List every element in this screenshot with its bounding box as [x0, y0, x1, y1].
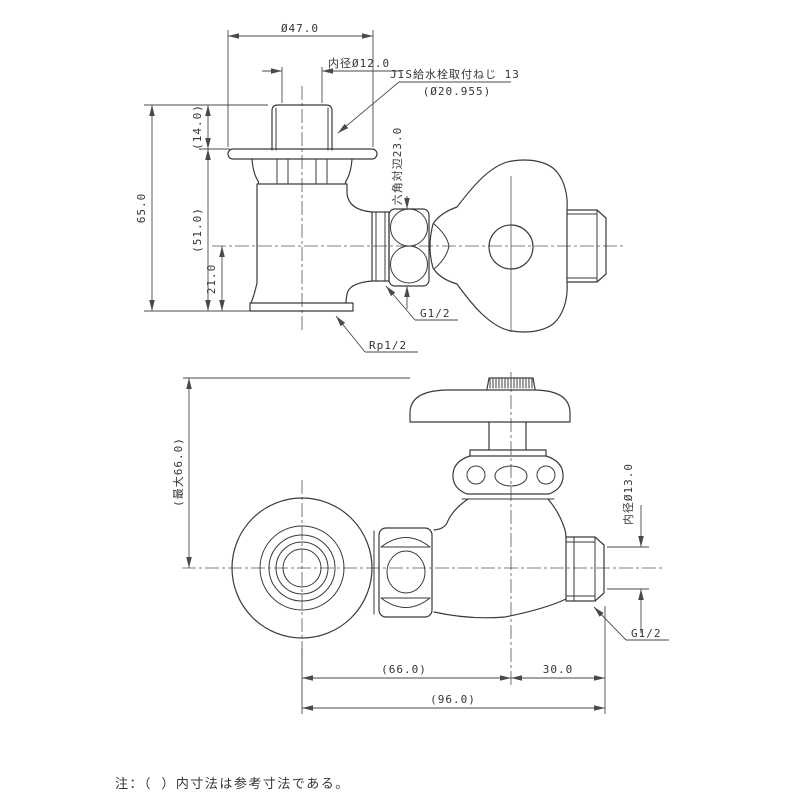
body-upper-left-curve — [433, 498, 469, 531]
spout-thread-outline — [566, 209, 607, 283]
flange-ribs — [276, 158, 328, 184]
front-view-drawing: Ø47.0 内径Ø12.0 JIS給水栓取付ねじ 13 (Ø20.955) 65… — [135, 22, 626, 353]
label-outlet-thread: G1/2 — [631, 627, 662, 640]
outlet-thread-leader — [593, 606, 627, 641]
wing-handle-outline — [429, 159, 568, 333]
dim-body-height: (51.0) — [191, 207, 204, 253]
outlet-thread-detail — [565, 536, 596, 602]
base-flange — [249, 302, 354, 312]
top-boss-outline — [271, 104, 333, 151]
body-bottom-curve — [433, 598, 567, 619]
base-thread-leader — [335, 315, 366, 353]
dim-center-to-stem: (66.0) — [381, 663, 427, 676]
top-boss-thread-lines — [275, 107, 329, 151]
outlet-thread-outline — [565, 536, 605, 602]
wall-flange-disc — [231, 497, 373, 639]
dim-boss-height: (14.0) — [191, 104, 204, 150]
side-view-drawing: (最大66.0) 内径Ø13.0 G1/2 (66.0) 30.0 (96.0) — [171, 372, 669, 714]
bonnet-flange — [469, 449, 547, 457]
union-nut-arc-bottom — [390, 245, 428, 284]
thread-note-line1: JIS給水栓取付ねじ 13 — [390, 67, 520, 81]
dim-stem-to-end: 30.0 — [543, 663, 574, 676]
wall-flange-plate — [227, 148, 378, 160]
label-union-thread: G1/2 — [420, 307, 451, 320]
dim-flange-diameter: Ø47.0 — [281, 22, 319, 35]
bonnet-right-lug — [536, 465, 556, 485]
nut-hex-corner-arc — [386, 550, 426, 594]
flange-circle-4 — [275, 541, 329, 595]
handle-hub-fillet — [433, 223, 450, 270]
nut-hex-faces — [380, 537, 431, 608]
dim-outlet-center-height: 21.0 — [205, 264, 218, 295]
dim-total-height: 65.0 — [135, 193, 148, 224]
flange-circle-5 — [282, 548, 322, 588]
body-right-top-fillet — [346, 183, 373, 213]
dim-top-bore: 内径Ø12.0 — [328, 56, 390, 70]
union-nipple — [371, 211, 390, 282]
bonnet-left-lug — [466, 465, 486, 485]
body-left-edge — [250, 183, 258, 304]
handle-screw-cap — [486, 377, 536, 390]
body-upper-right-curve — [547, 498, 567, 539]
dim-outlet-bore: 内径Ø13.0 — [621, 463, 635, 525]
flange-circle-2 — [259, 525, 345, 611]
body-right-bottom-fillet — [345, 280, 373, 304]
spout-thread-detail — [566, 209, 598, 283]
valve-stem — [488, 421, 527, 451]
cap-knurl-lines — [489, 378, 533, 389]
dim-total-length: (96.0) — [430, 693, 476, 706]
bonnet-body — [452, 455, 564, 495]
union-thread-leader — [385, 285, 416, 321]
label-base-thread: Rp1/2 — [369, 339, 407, 352]
thread-note-leader — [337, 81, 400, 134]
union-nipple-thread-lines — [375, 211, 386, 282]
reference-dimension-note: 注：（ ）内寸法は参考寸法である。 — [115, 776, 350, 792]
handle-dome — [409, 389, 571, 423]
flange-circle-3 — [268, 534, 336, 602]
thread-note-line2: (Ø20.955) — [423, 85, 492, 98]
union-nut-side — [378, 527, 433, 618]
flange-skirt — [251, 158, 353, 185]
dim-hex-flats: 六角対辺23.0 — [390, 127, 404, 206]
union-nut — [388, 208, 430, 287]
handle-hub-circle — [488, 224, 534, 270]
union-nut-arc-top — [390, 208, 428, 247]
bonnet-center-boss — [494, 465, 528, 487]
dim-max-height: (最大66.0) — [171, 437, 185, 507]
